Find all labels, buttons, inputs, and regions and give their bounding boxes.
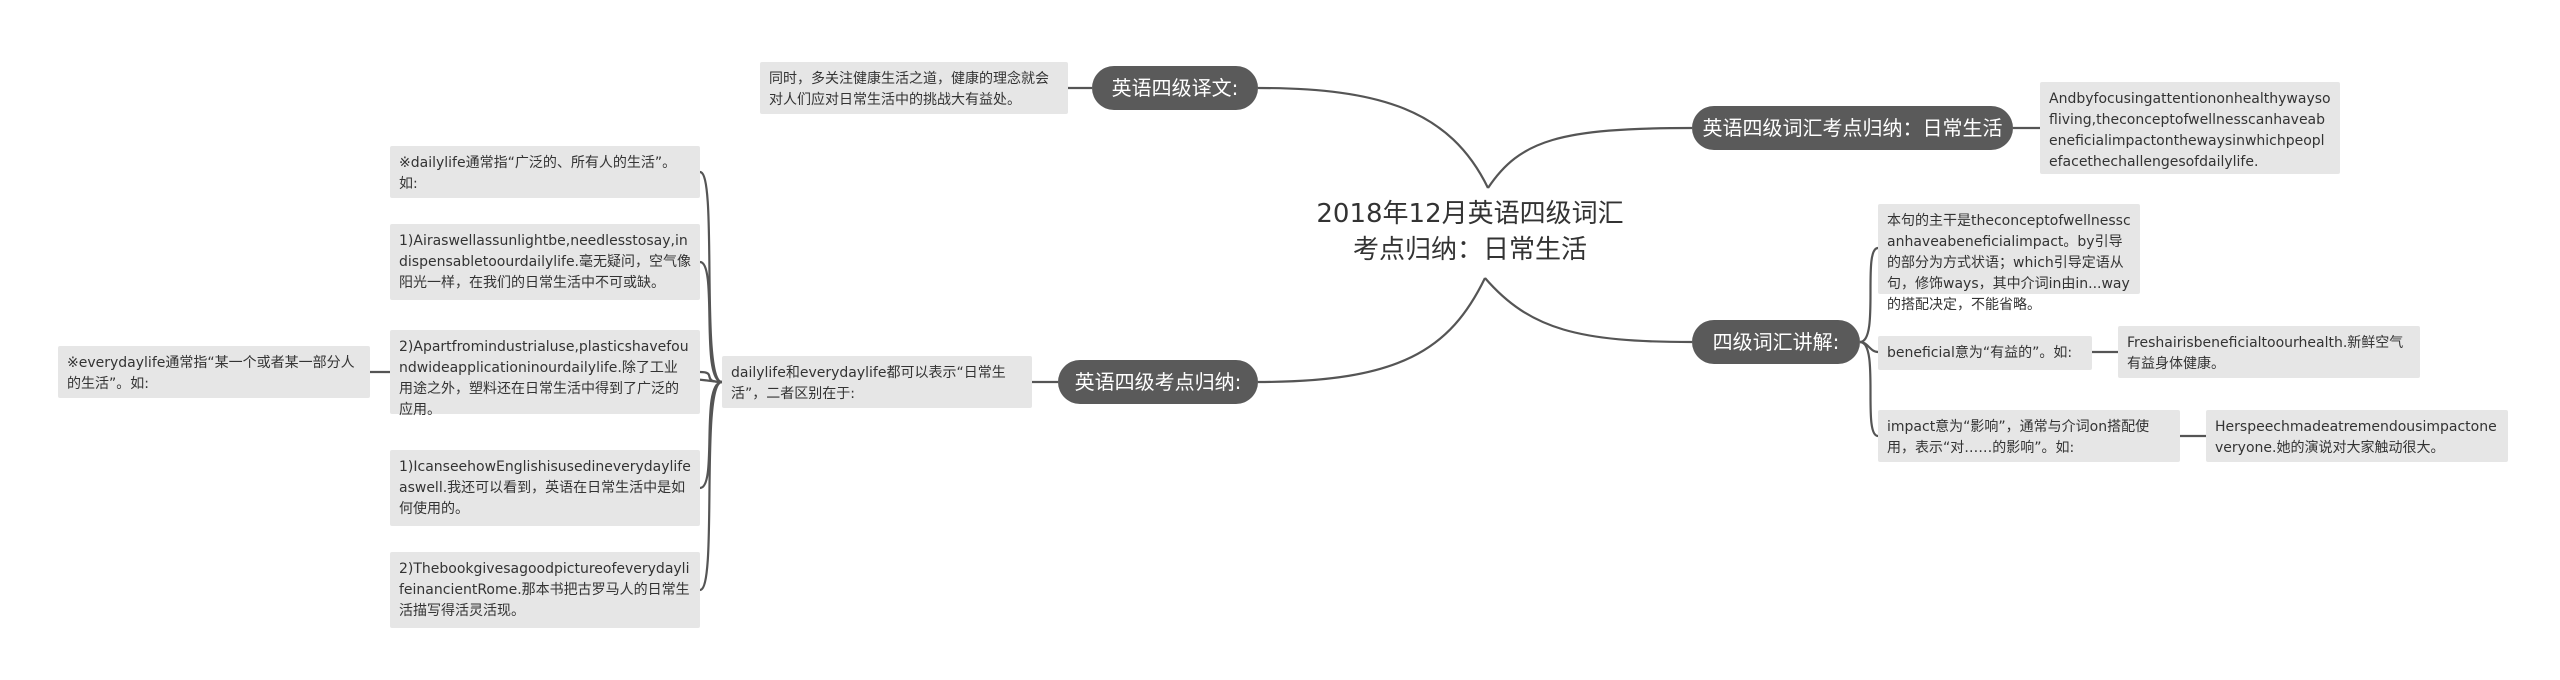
leaf-daily-note: ※dailylife通常指“广泛的、所有人的生活”。如: — [390, 146, 700, 198]
leaf-everyday-note: ※everydaylife通常指“某一个或者某一部分人的生活”。如: — [58, 346, 370, 398]
leaf-grammar-note: 本句的主干是theconceptofwellnesscanhaveabenefi… — [1878, 204, 2140, 313]
leaf-translation-text: 同时，多关注健康生活之道，健康的理念就会对人们应对日常生活中的挑战大有益处。 — [760, 62, 1068, 114]
leaf-beneficial-note: beneficial意为“有益的”。如: — [1878, 336, 2092, 370]
root-topic: 2018年12月英语四级词汇考点归纳：日常生活 — [1316, 199, 1624, 265]
connector-summary-daily-note — [698, 170, 723, 384]
connector-root-exam-points — [1257, 277, 1486, 384]
connector-explain-grammar — [1859, 246, 1879, 344]
leaf-daily-example-2: 2)Apartfromindustrialuse,plasticshavefou… — [390, 330, 700, 418]
connector-summary-everyday-ex1 — [699, 380, 723, 490]
branch-translation[interactable]: 英语四级译文: — [1092, 66, 1258, 110]
leaf-vocab-summary-text: Andbyfocusingattentiononhealthywaysofliv… — [2040, 82, 2340, 174]
leaf-everyday-example-2: 2)Thebookgivesagoodpictureofeverydaylife… — [390, 552, 700, 628]
leaf-beneficial-example: Freshairisbeneficialtoourhealth.新鲜空气有益身体… — [2118, 326, 2420, 378]
branch-vocab-explain[interactable]: 四级词汇讲解: — [1692, 320, 1860, 364]
connector-summary-everyday-ex2 — [698, 380, 723, 592]
branch-exam-points[interactable]: 英语四级考点归纳: — [1058, 360, 1258, 404]
branch-vocab-summary[interactable]: 英语四级词汇考点归纳：日常生活 — [1692, 106, 2013, 150]
leaf-daily-example-1: 1)Airaswellassunlightbe,needlesstosay,in… — [390, 224, 700, 300]
connector-root-translation — [1257, 86, 1489, 189]
connector-explain-impact — [1859, 340, 1879, 438]
connector-root-vocab-summary — [1487, 126, 1693, 189]
leaf-everyday-example-1: 1)IcanseehowEnglishisusedineverydaylifea… — [390, 450, 700, 526]
leaf-impact-example: Herspeechmadeatremendousimpactoneveryone… — [2206, 410, 2508, 462]
leaf-impact-note: impact意为“影响”，通常与介词on搭配使用，表示“对……的影响”。如: — [1878, 410, 2180, 462]
connector-summary-daily-ex1 — [699, 260, 723, 384]
connector-root-vocab-explain — [1484, 277, 1693, 344]
leaf-exam-summary: dailylife和everydaylife都可以表示“日常生活”，二者区别在于… — [722, 356, 1032, 408]
